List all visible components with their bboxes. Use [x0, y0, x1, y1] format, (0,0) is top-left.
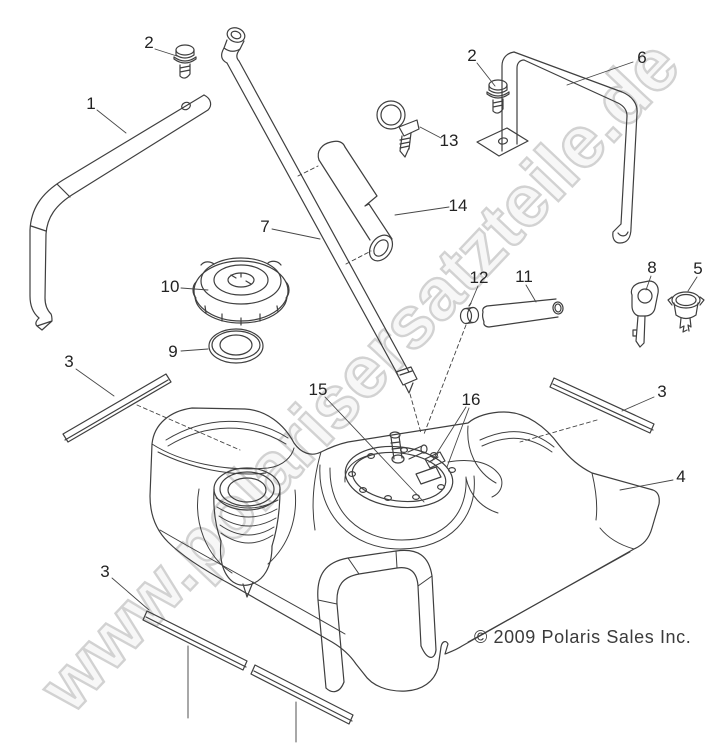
- part-callout-3-left: 3: [64, 352, 74, 371]
- lock-drawing: [667, 291, 705, 333]
- hose-sleeve-drawing: [297, 140, 394, 265]
- part-callout-3-bottom: 3: [100, 562, 110, 581]
- part-callout-2-left: 2: [144, 33, 154, 52]
- strap-left-drawing: [29, 94, 212, 331]
- strap-right-drawing: [476, 51, 638, 244]
- fuel-tank-drawing: [149, 407, 660, 693]
- part-callout-6: 6: [637, 48, 647, 67]
- part-callout-10: 10: [160, 277, 180, 296]
- screw-left-drawing: [173, 44, 197, 79]
- part-callout-15: 15: [308, 380, 328, 399]
- part-callout-3-right: 3: [657, 382, 667, 401]
- key-drawing: [630, 280, 659, 348]
- part-callout-14: 14: [448, 196, 468, 215]
- foam-strip-right-drawing: [549, 377, 655, 434]
- part-callout-1: 1: [86, 94, 96, 113]
- part-callout-5: 5: [693, 259, 703, 278]
- foam-strip-bottom-b-drawing: [250, 664, 354, 743]
- fuel-hose-drawing: [481, 298, 564, 328]
- part-callout-9: 9: [168, 342, 178, 361]
- leader-lines: [75, 48, 698, 611]
- part-callout-13: 13: [439, 131, 459, 150]
- fuel-pump-drawing: [344, 324, 503, 509]
- fuel-cap-drawing: [192, 257, 290, 326]
- part-callout-11: 11: [515, 267, 533, 286]
- small-clamp-drawing: [459, 302, 480, 325]
- part-callout-8: 8: [647, 258, 657, 277]
- vent-hose-drawing: [221, 27, 422, 434]
- foam-strip-bottom-a-drawing: [142, 610, 248, 719]
- clamp-drawing: [376, 100, 420, 158]
- part-callout-7: 7: [260, 217, 270, 236]
- part-callout-16: 16: [461, 390, 481, 409]
- part-callout-4: 4: [676, 467, 686, 486]
- copyright-text: © 2009 Polaris Sales Inc.: [474, 627, 692, 647]
- gasket-drawing: [208, 328, 264, 364]
- part-callout-2-right: 2: [467, 46, 477, 65]
- screw-right-drawing: [486, 79, 510, 114]
- part-callout-12: 12: [469, 268, 489, 287]
- foam-strip-left-drawing: [62, 373, 172, 443]
